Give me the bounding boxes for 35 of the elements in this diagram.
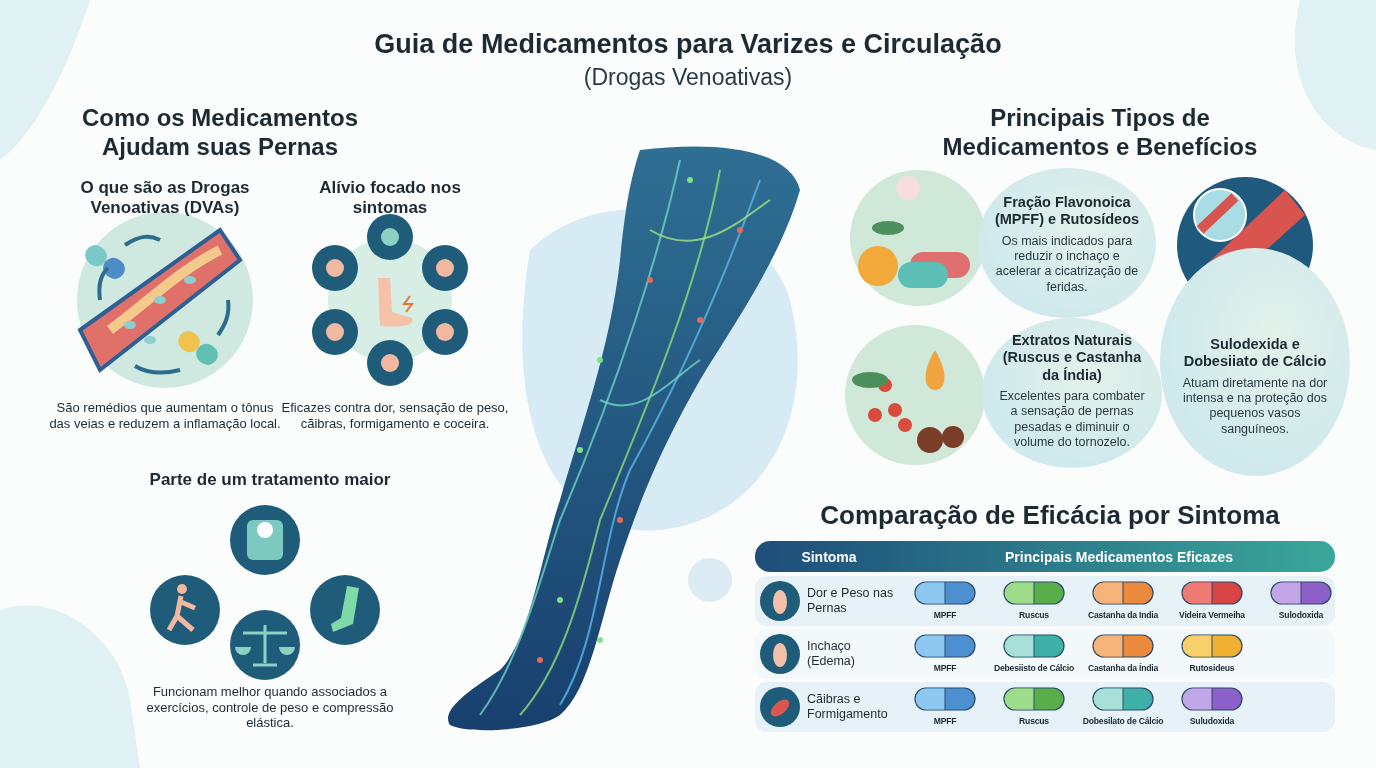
description: Funcionam melhor quando associados a exercícios, controle de peso e compressão elástica. — [145, 684, 395, 731]
symptom-label: Inchaço (Edema) — [807, 639, 856, 669]
subtitle: (Drogas Venoativas) — [582, 64, 794, 92]
description: Eficazes contra dor, sensação de peso, cãibras, formigamento e coceira. — [280, 400, 510, 432]
medication-label: Suludoxida — [1188, 716, 1236, 726]
symptom-label: Cãibras e Formigamento — [807, 692, 889, 722]
section-heading: Como os Medicamentos Ajudam suas Pernas — [80, 104, 359, 162]
medication-label: MPFF — [932, 716, 958, 726]
medication-label: Videira Vermeiha — [1178, 610, 1246, 620]
section-heading: Principais Tipos de Medicamentos e Benefícios — [941, 104, 1259, 162]
medication-label: Rutosideus — [1188, 663, 1236, 673]
column-header: Principais Medicamentos Eficazes — [1004, 549, 1234, 565]
subheading: Parte de um tratamento maior — [148, 470, 392, 491]
description: São remédios que aumentam o tônus das veias e reduzem a inflamação local. — [48, 400, 282, 432]
symptom-label: Dor e Peso nas Pernas — [807, 586, 895, 616]
subheading: O que são as Drogas Venoativas (DVAs) — [79, 178, 251, 219]
subheading: Alívio focado nos sintomas — [318, 178, 462, 219]
description: Os mais indicados para reduzir o inchaço e acelerar a cicatrização de feridas. — [994, 233, 1140, 295]
medication-label: Ruscus — [1018, 716, 1050, 726]
title: Guia de Medicamentos para Varizes e Circulação — [373, 28, 1003, 61]
medication-label: MPFF — [932, 663, 958, 673]
medication-label: Dobesilato de Cálcio — [1081, 716, 1165, 726]
medication-label: Castanha da Índia — [1086, 663, 1160, 673]
section-heading: Comparação de Eficácia por Sintoma — [819, 500, 1281, 532]
medication-label: Debesiisto de Cálcio — [992, 663, 1076, 673]
description: Atuam diretamente na dor intensa e na proteção dos pequenos vasos sanguíneos. — [1181, 375, 1329, 437]
subheading: Sulodexida e Dobesiiato de Cálcio — [1182, 336, 1328, 371]
subheading: Extratos Naturais (Ruscus e Castanha da Índia) — [1001, 332, 1143, 385]
medication-label: Castanha da India — [1086, 610, 1160, 620]
subheading: Fração Flavonoica (MPFF) e Rutosídeos — [993, 194, 1141, 229]
medication-label: Sulodoxida — [1277, 610, 1325, 620]
medication-label: Ruscus — [1018, 610, 1050, 620]
column-header: Sintoma — [800, 549, 858, 565]
medication-label: MPFF — [932, 610, 958, 620]
description: Excelentes para combater a sensação de pernas pesadas e diminuir o volume do tornozelo. — [998, 389, 1146, 451]
